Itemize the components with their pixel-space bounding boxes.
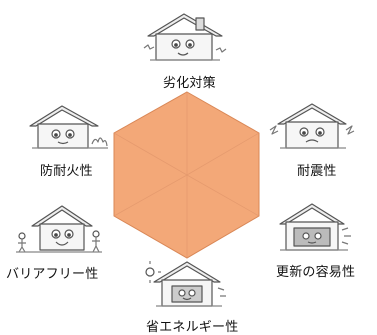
label-top: 劣化対策: [163, 76, 216, 91]
house-character-renovation-icon: [279, 203, 351, 251]
house-character-energy-icon: [142, 261, 226, 307]
label-bottom: 省エネルギー性: [146, 320, 239, 335]
house-character-barrierfree-icon: [16, 205, 102, 253]
label-upper-right: 耐震性: [297, 164, 337, 179]
hexagon-spokes: [113, 92, 260, 258]
house-character-icon: [143, 13, 227, 61]
label-lower-left: バリアフリー性: [6, 267, 99, 282]
label-upper-left: 防耐火性: [40, 164, 93, 179]
label-lower-right: 更新の容易性: [276, 265, 356, 280]
house-character-quake-icon: [269, 103, 355, 149]
house-character-fire-icon: [29, 105, 108, 149]
